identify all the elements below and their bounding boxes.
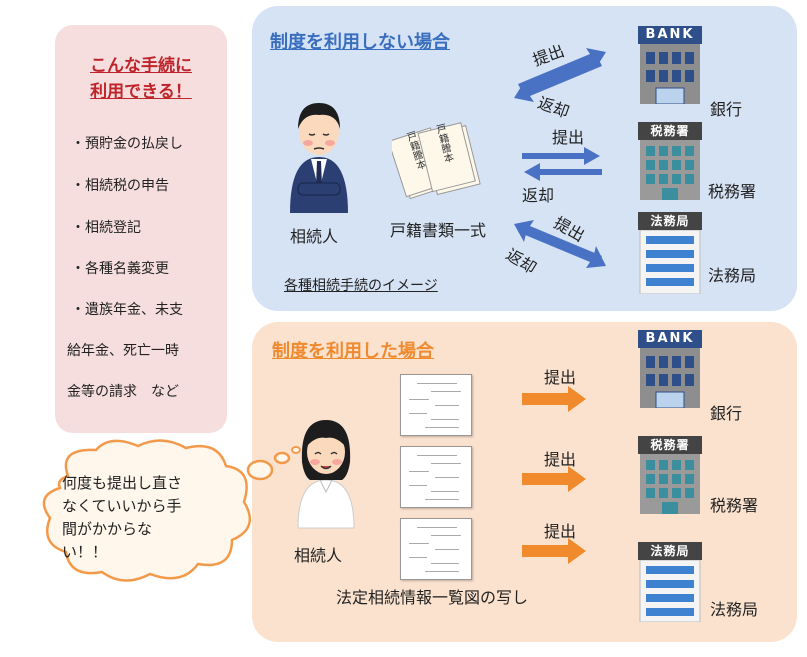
submit-return-arrows-bank (514, 48, 606, 102)
legal-affairs-bureau-sign: 法務局 (638, 542, 702, 560)
tax-office-building-icon: 税務署 (638, 436, 702, 514)
bank-building-icon: BANK (638, 330, 702, 408)
submit-label: 提出 (544, 522, 577, 541)
bank-sign: BANK (638, 330, 702, 348)
submit-arrow-legal (522, 538, 586, 564)
institution-label-bank: 銀行 (710, 100, 743, 119)
thought-bubble (42, 439, 301, 582)
family-register-documents: 戸籍謄本 戸籍謄本 (392, 122, 481, 200)
without-system-panel: 制度を利用しない場合 相続人 戸籍謄本 戸籍謄本 戸籍書類一式 各種相続手続のイ… (252, 6, 797, 311)
institution-label-legal-affairs-bureau: 法務局 (710, 600, 759, 619)
tax-office-sign: 税務署 (638, 122, 702, 140)
submit-arrow-tax (522, 466, 586, 492)
certified-copy-label: 法定相続情報一覧図の写し (336, 588, 529, 607)
heir-label: 相続人 (294, 546, 343, 565)
without-system-title: 制度を利用しない場合 (270, 32, 450, 53)
submit-return-arrows-legal (514, 220, 606, 268)
legal-affairs-bureau-building-icon: 法務局 (638, 212, 702, 294)
bubble-text: 何度も提出し直さ なくていいから手 間がかからな い！！ (62, 472, 182, 564)
return-label: 返却 (522, 186, 555, 205)
image-caption: 各種相続手続のイメージ (284, 278, 438, 294)
bank-building-icon: BANK (638, 26, 702, 104)
tax-office-sign: 税務署 (638, 436, 702, 454)
heir-man-illustration (290, 103, 348, 213)
usage-title-line1: こんな手続に (90, 56, 192, 76)
certified-copy-document (400, 374, 472, 436)
usage-item: ・相続登記 (71, 220, 141, 236)
usage-title-line2: 利用できる！ (90, 82, 192, 102)
usage-panel: こんな手続に 利用できる！ ・預貯金の払戻し ・相続税の申告 ・相続登記 ・各種… (55, 25, 227, 433)
bubble-line: 何度も提出し直さ (62, 474, 183, 492)
with-system-title: 制度を利用した場合 (272, 341, 434, 362)
bubble-line: なくていいから手 (62, 497, 182, 515)
institution-label-bank: 銀行 (710, 404, 743, 423)
institution-label-tax-office: 税務署 (710, 496, 759, 515)
submit-label: 提出 (552, 128, 585, 147)
usage-item: ・遺族年金、未支 (71, 302, 183, 318)
bank-sign: BANK (638, 26, 702, 44)
legal-affairs-bureau-building-icon: 法務局 (638, 542, 702, 622)
heir-label: 相続人 (290, 227, 339, 246)
legal-affairs-bureau-sign: 法務局 (638, 212, 702, 230)
usage-item: 金等の請求 など (67, 384, 179, 400)
bubble-line: 間がかからな (62, 520, 153, 538)
institution-label-legal-affairs-bureau: 法務局 (708, 266, 757, 285)
usage-item: ・預貯金の払戻し (71, 136, 183, 152)
bubble-line: い！！ (62, 543, 108, 561)
documents-label: 戸籍書類一式 (390, 221, 487, 240)
certified-copy-document (400, 518, 472, 580)
usage-title: こんな手続に 利用できる！ (55, 53, 227, 105)
certified-copy-document (400, 446, 472, 508)
with-system-panel: 制度を利用した場合 相続人 法定相続情報一覧図の写し 提出 (252, 322, 797, 642)
submit-label: 提出 (544, 368, 577, 387)
heir-woman-illustration (297, 420, 355, 529)
usage-item: ・各種名義変更 (71, 261, 169, 277)
submit-arrow-bank (522, 386, 586, 412)
submit-return-arrows-tax (522, 147, 602, 181)
tax-office-building-icon: 税務署 (638, 122, 702, 200)
institution-label-tax-office: 税務署 (708, 182, 757, 201)
usage-item: ・相続税の申告 (71, 178, 169, 194)
submit-label: 提出 (544, 450, 577, 469)
usage-item: 給年金、死亡一時 (67, 343, 179, 359)
